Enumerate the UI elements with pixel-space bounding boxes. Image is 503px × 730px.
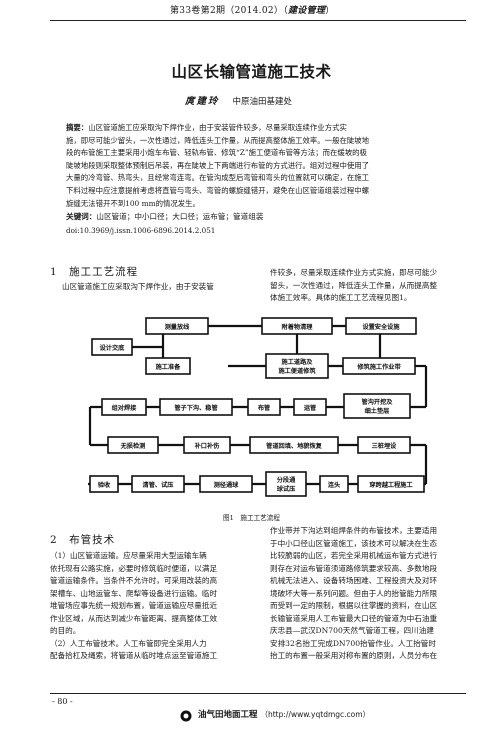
section2-heading: 2 布管技术	[50, 534, 116, 546]
section2-left-text: （1）山区管道运输。应尽量采用大型运输车辆 依托现有公路实施，必要时修筑临时便道…	[50, 551, 218, 660]
abstract-line: 陡坡地段则采取整体预制后吊装，再在陡坡上下两端进行布管的方式进行。组对过程中使用…	[66, 160, 370, 170]
figure-caption: 图1 施工工艺流程	[223, 514, 280, 522]
svg-text:穿跨越工程施工: 穿跨越工程施工	[369, 481, 413, 489]
footer-rule	[50, 693, 466, 694]
box-trench-pipe: 管子下沟、稳管	[159, 398, 233, 416]
svg-text:施工准备: 施工准备	[156, 363, 182, 371]
svg-text:布管: 布管	[258, 404, 270, 412]
svg-text:管道回填、地貌恢复: 管道回填、地貌恢复	[266, 442, 322, 450]
svg-text:修筑施工作业带: 修筑施工作业带	[356, 363, 401, 371]
author-name: 庹建玲	[185, 96, 220, 107]
footer-url: （http://www.yqtdmgc.com）	[260, 710, 371, 719]
keywords-text: 山区管道；中小口径；大口径；运布管；管道组装	[96, 212, 264, 221]
process-flowchart: 测量放线 附着物清理 设置安全设施 设计交底 施工准备 施工道路及 施工便道修筑…	[88, 317, 428, 497]
svg-text:验收: 验收	[98, 481, 111, 489]
box-cleaning: 清管、试压	[131, 475, 185, 493]
keywords: 关键词：山区管道；中小口径；大口径；运布管；管道组装	[66, 211, 263, 222]
author-line: 庹建玲 中原油田基建处	[185, 93, 292, 107]
abstract-line: 大量的冷弯管、热弯头，且经常弯连弯。在管沟成型后弯管和弯头的位置就可以确定，在施…	[66, 173, 370, 183]
box-survey: 测量放线	[145, 317, 209, 335]
section2-right-text: 作业带并下沟达到组焊条件的布管技术，主要适用 于中小口径山区管道施工，该技术可以…	[270, 526, 438, 660]
author-affiliation: 中原油田基建处	[232, 97, 293, 107]
box-repair: 补口补伤	[183, 436, 231, 454]
svg-text:组对焊接: 组对焊接	[112, 404, 138, 412]
section1-left-text: 山区管道施工应采取沟下焊作业，由于安装管	[62, 282, 214, 291]
abstract-line: 段的布管施工主要采用小炮车布管、轻轨布管、修筑“Z”施工便道布管等方法；而在缓坡…	[66, 148, 367, 158]
box-tie-in: 连头	[319, 475, 349, 493]
header-journal: 建设管理	[288, 6, 326, 16]
svg-text:施工便道修筑: 施工便道修筑	[278, 367, 316, 375]
svg-text:附着物清理: 附着物清理	[282, 323, 314, 331]
page-number: - 80 -	[52, 697, 73, 706]
header-issue: 第33卷第2期（2014.02）（	[170, 6, 288, 16]
svg-text:测量放线: 测量放线	[165, 323, 191, 331]
box-design: 设计交底	[91, 338, 133, 356]
abstract-line: 下料过程中应注意提前考虑将直管与弯头、弯管的螺旋缝错开，避免在山区管道组装过程中…	[66, 185, 370, 195]
abstract-label: 摘要：	[66, 123, 89, 132]
abstract-line: 施，即尽可能少留头，一次性通过，降低连头工作量，从而提高整体施工效率。一般在陡坡…	[66, 135, 370, 145]
doi: doi:10.3969/j.issn.1006-6896.2014.2.051	[66, 226, 216, 235]
box-connection: 测径通球	[199, 475, 253, 493]
running-header: 第33卷第2期（2014.02）（建设管理）	[170, 3, 335, 16]
svg-text:设计交底: 设计交底	[100, 344, 126, 352]
box-safety: 设置安全设施	[345, 317, 417, 335]
keywords-label: 关键词：	[66, 212, 97, 221]
box-weld: 组对焊接	[101, 398, 147, 416]
journal-logo-icon	[180, 707, 192, 722]
svg-text:测径通球: 测径通球	[214, 481, 240, 489]
box-backfill: 管道回填、地貌恢复	[249, 436, 339, 454]
paper-title: 山区长输管道施工技术	[171, 63, 332, 81]
box-section-test: 分段通 球试压	[265, 471, 307, 497]
svg-text:设置安全设施: 设置安全设施	[362, 323, 400, 331]
svg-text:补口补伤: 补口补伤	[194, 442, 220, 450]
box-construction-prep: 施工准备	[145, 357, 191, 375]
svg-text:施工道路及: 施工道路及	[282, 358, 314, 366]
svg-text:分段通: 分段通	[277, 476, 296, 484]
footer-journal: 油气田地面工程 （http://www.yqtdmgc.com）	[198, 708, 370, 720]
box-markers: 三桩埋设	[357, 436, 411, 454]
svg-text:清管、试压: 清管、试压	[143, 481, 175, 489]
svg-text:无损检测: 无损检测	[120, 442, 146, 450]
box-crossing: 穿跨越工程施工	[357, 475, 425, 493]
footer-journal-name: 油气田地面工程	[198, 710, 258, 720]
svg-text:管沟开挖及: 管沟开挖及	[362, 398, 394, 406]
abstract-line: 旋缝无法错开不到100 mm的情况发生。	[66, 198, 200, 208]
header-close: ）	[325, 6, 335, 16]
box-pipe-purchase: 附着物清理	[261, 317, 333, 335]
abstract-line: 摘要：山区管道施工应采取沟下焊作业，由于安装管件较多，尽量采取连续作业方式实	[66, 123, 347, 132]
box-nd-test: 无损检测	[107, 436, 159, 454]
box-trench-dig: 管沟开挖及 细土垫层	[343, 393, 411, 419]
box-acceptance: 验收	[89, 475, 119, 493]
abstract: 摘要：山区管道施工应采取沟下焊作业，由于安装管件较多，尽量采取连续作业方式实 施…	[66, 122, 458, 210]
svg-text:三桩埋设: 三桩埋设	[372, 442, 398, 450]
box-transport: 运管	[293, 398, 327, 416]
svg-text:管子下沟、稳管: 管子下沟、稳管	[174, 404, 217, 412]
box-row: 修筑施工作业带	[342, 357, 416, 375]
section1-right-text: 件较多，尽量采取连续作业方式实施，即尽可能少 留头，一次性通过，降低连头工作量，…	[270, 268, 438, 302]
svg-text:球试压: 球试压	[277, 485, 296, 493]
svg-text:连头: 连头	[328, 481, 340, 489]
section1-heading: 1 施工工艺流程	[50, 266, 139, 278]
svg-text:细土垫层: 细土垫层	[365, 407, 390, 415]
svg-text:运管: 运管	[304, 404, 316, 412]
header-rule	[50, 20, 466, 21]
box-road: 施工道路及 施工便道修筑	[265, 353, 329, 379]
box-distribute: 布管	[247, 398, 281, 416]
